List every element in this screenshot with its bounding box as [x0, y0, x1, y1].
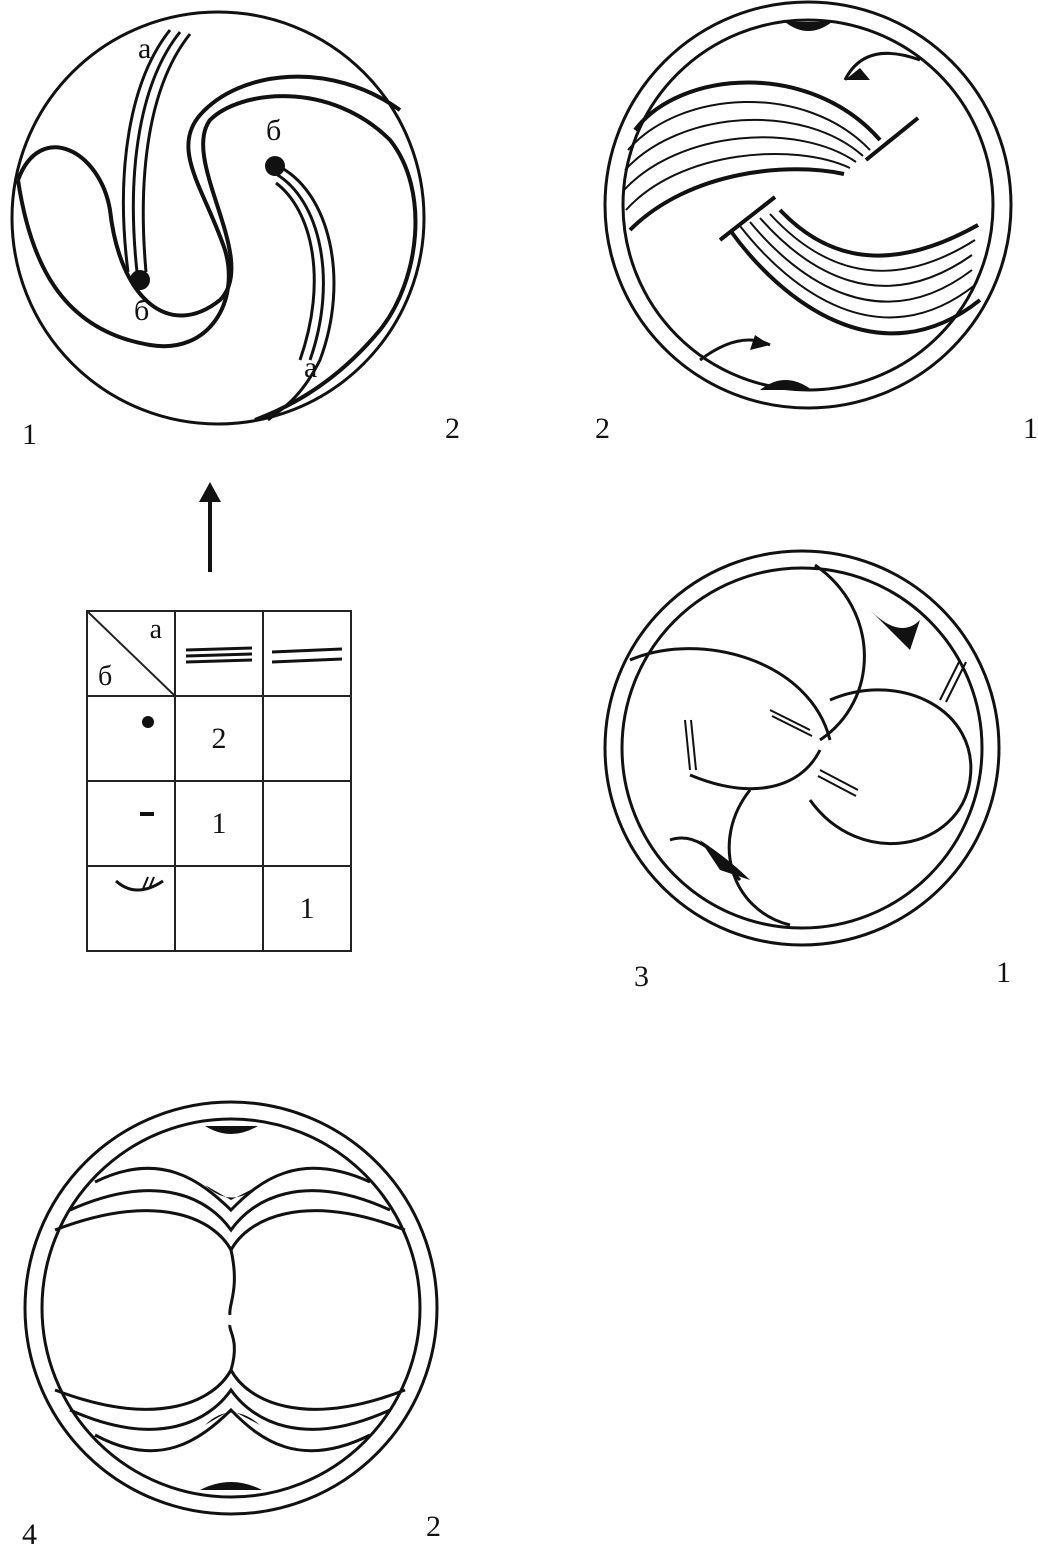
arc-ticks-icon	[88, 867, 174, 950]
mark-b-bottom: б	[134, 294, 149, 327]
corner-a: а	[150, 614, 162, 646]
figure-2-left-mark: 2	[595, 412, 610, 446]
figure-3-right-mark: 1	[996, 956, 1011, 990]
legend-corner: а б	[87, 611, 175, 696]
mark-b-top: б	[266, 114, 281, 147]
figure-2-drawing	[580, 0, 1038, 420]
cell-arc-double: 1	[263, 866, 351, 951]
figure-2-right-mark: 1	[1023, 412, 1038, 446]
figure-4-right-mark: 2	[426, 1510, 441, 1544]
figure-1-drawing: а б б а	[0, 0, 480, 440]
figure-1-left-mark: 1	[22, 418, 37, 452]
row-arc-symbol	[87, 866, 175, 951]
row-dash-symbol	[87, 781, 175, 866]
cell-dash-double	[263, 781, 351, 866]
dash-icon	[88, 782, 174, 865]
figure-4: 4 2	[0, 1090, 480, 1565]
figure-3-left-mark: 3	[634, 960, 649, 994]
figure-2: 2 1	[580, 0, 1038, 450]
cell-dot-double	[263, 696, 351, 781]
figure-3-drawing	[600, 540, 1038, 960]
row-dot-symbol	[87, 696, 175, 781]
figure-3: 3 1	[600, 540, 1038, 1000]
figure-1: а б б а 1 2	[0, 0, 480, 450]
cell-dot-triple: 2	[175, 696, 263, 781]
dot-icon	[88, 697, 174, 780]
triple-line-icon	[176, 612, 262, 695]
mark-a-top: а	[138, 32, 151, 65]
figure-4-left-mark: 4	[22, 1518, 37, 1552]
cell-arc-triple	[175, 866, 263, 951]
arrow-up	[195, 480, 225, 575]
cell-dash-triple: 1	[175, 781, 263, 866]
figure-1-right-mark: 2	[445, 412, 460, 446]
mark-a-bottom: а	[304, 351, 317, 384]
col-triple-line	[175, 611, 263, 696]
arrow-up-icon	[195, 480, 225, 575]
legend-table: а б 2 1	[86, 610, 352, 952]
corner-b: б	[98, 661, 112, 693]
double-line-icon	[264, 612, 350, 695]
col-double-line	[263, 611, 351, 696]
figure-4-drawing	[0, 1090, 480, 1520]
